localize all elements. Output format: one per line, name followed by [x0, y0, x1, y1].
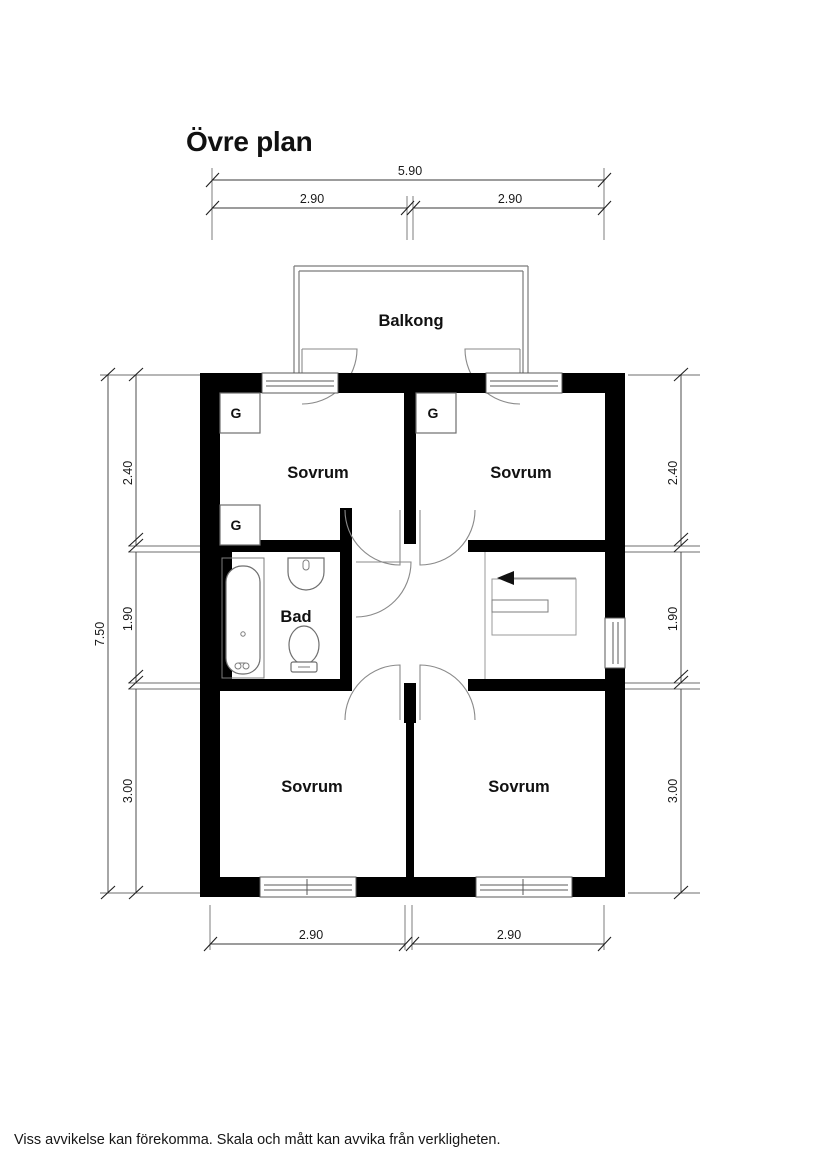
room-labels-group: Sovrum Sovrum Sovrum Sovrum: [281, 464, 551, 796]
room-label-sovrum-top-right: Sovrum: [490, 464, 551, 482]
page-title: Övre plan: [186, 126, 313, 157]
toilet-icon: [288, 625, 320, 665]
room-label-sovrum-bottom-left: Sovrum: [281, 778, 342, 796]
balkong-area: Balkong: [293, 265, 529, 405]
bathtub-outline: [221, 557, 265, 679]
closet-label-1: G: [231, 405, 242, 421]
dim-left-segment-3: 3.00: [121, 779, 135, 803]
door-swing-sovrum-top-left: [344, 509, 401, 566]
sink-tap-icon: [302, 559, 310, 571]
stair-run: [491, 578, 577, 636]
left-dimension-group: 7.50 2.40 1.90 3.00: [93, 367, 220, 900]
staircase-group: [484, 552, 577, 679]
door-swings-group: [344, 509, 476, 721]
windows-group: [259, 372, 626, 898]
dim-bottom-right-segment: 2.90: [497, 928, 521, 942]
room-label-sovrum-top-left: Sovrum: [287, 464, 348, 482]
wall-structure: [200, 373, 625, 897]
dim-top-left-segment: 2.90: [300, 192, 324, 206]
closets-group: G G G: [219, 392, 457, 546]
sink-icon: [287, 557, 325, 591]
bathtub-icon: [225, 565, 261, 675]
dim-right-segment-3: 3.00: [666, 779, 680, 803]
stair-handrail: [491, 599, 549, 613]
dim-top-overall: 5.90: [398, 164, 422, 178]
closet-label-3: G: [428, 405, 439, 421]
bottom-dimension-group: 2.90 2.90: [203, 905, 612, 952]
bathtub-drain-icon: [240, 631, 246, 637]
window-bottom-left: [259, 876, 357, 898]
dim-right-segment-2: 1.90: [666, 607, 680, 631]
dim-right-segment-1: 2.40: [666, 461, 680, 485]
window-balcony-door-right: [485, 372, 563, 394]
top-dimension-group: 5.90 2.90 2.90: [205, 164, 612, 240]
closet-label-2: G: [231, 517, 242, 533]
dim-left-segment-2: 1.90: [121, 607, 135, 631]
disclaimer-text: Viss avvikelse kan förekomma. Skala och …: [14, 1132, 501, 1148]
closet-box-3: [415, 392, 457, 434]
window-balcony-door-left: [261, 372, 339, 394]
room-label-bad: Bad: [280, 608, 311, 626]
window-bottom-right: [475, 876, 573, 898]
window-right-wall: [604, 617, 626, 669]
stair-up-arrow-icon: [497, 571, 514, 585]
dim-top-right-segment: 2.90: [498, 192, 522, 206]
bathroom-fixtures: Bad: [221, 557, 325, 679]
room-label-balkong: Balkong: [378, 312, 443, 330]
closet-box-2: [219, 504, 261, 546]
door-swing-sovrum-top-right: [419, 509, 476, 566]
closet-box-1: [219, 392, 261, 434]
door-swing-bad: [355, 561, 412, 618]
dim-bottom-left-segment: 2.90: [299, 928, 323, 942]
dim-left-segment-1: 2.40: [121, 461, 135, 485]
door-swing-sovrum-bottom-right: [419, 664, 476, 721]
door-swing-sovrum-bottom-left: [344, 664, 401, 721]
room-label-sovrum-bottom-right: Sovrum: [488, 778, 549, 796]
dim-left-overall: 7.50: [93, 622, 107, 646]
